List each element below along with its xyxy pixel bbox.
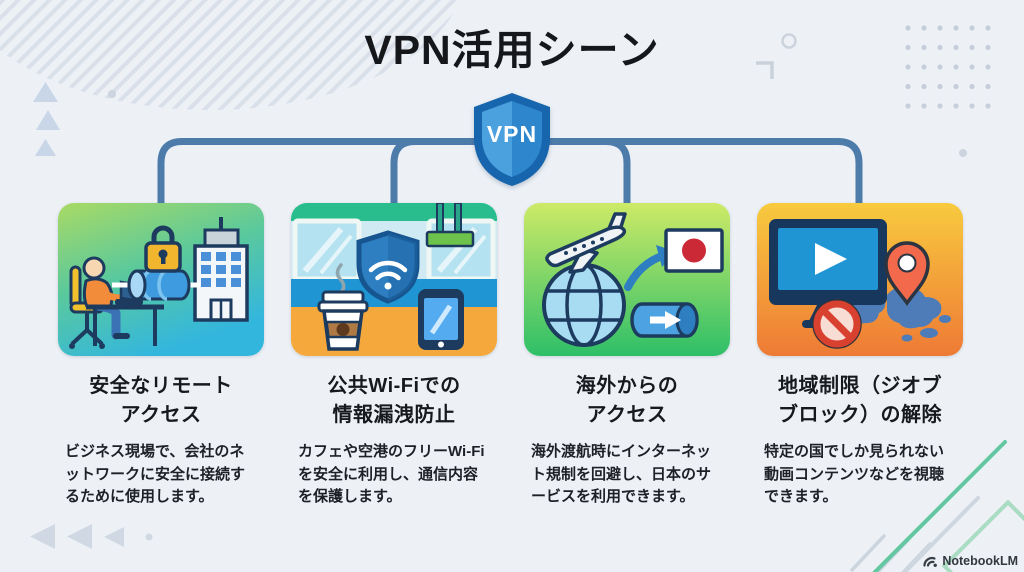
blocked-icon	[812, 299, 862, 349]
dot-decoration	[959, 149, 967, 157]
wifi-shield-icon	[356, 230, 420, 304]
smartphone-icon	[418, 289, 464, 350]
vpn-shield-label: VPN	[486, 121, 538, 147]
card-description: カフェや空港のフリーWi-Fiを安全に利用し、通信内容を保護します。	[298, 443, 485, 505]
card-description: 特定の国でしか見られない動画コンテンツなどを視聴できます。	[764, 443, 945, 505]
card-title: 海外からの アクセス	[575, 375, 679, 426]
location-pin-icon	[884, 241, 930, 307]
card-title: 安全なリモート アクセス	[89, 375, 233, 426]
card-geo-block-illustration	[757, 203, 963, 356]
coffee-cup-icon	[317, 263, 369, 351]
page-title: VPN活用シーン	[364, 27, 660, 73]
office-building-icon	[193, 217, 249, 322]
card-remote-access: 安全なリモート アクセス ビジネス現場で、会社のネットワークに安全に接続するため…	[58, 203, 264, 509]
dot-decoration	[145, 533, 153, 541]
card-public-wifi-illustration	[291, 203, 497, 356]
dot-decoration	[108, 90, 116, 98]
vpn-tunnel-icon	[112, 269, 200, 301]
card-description: ビジネス現場で、会社のネットワークに安全に接続するために使用します。	[65, 443, 246, 505]
card-overseas-access-illustration	[524, 203, 730, 356]
desk-icon	[86, 304, 164, 346]
card-title: 公共Wi-Fiでの 情報漏洩防止	[327, 375, 461, 426]
card-description: 海外渡航時にインターネット規制を回避し、日本のサービスを利用できます。	[531, 443, 712, 505]
airplane-icon	[545, 212, 627, 274]
card-title: 地域制限（ジオブ ブロック）の解除	[778, 375, 942, 426]
card-public-wifi: 公共Wi-Fiでの 情報漏洩防止 カフェや空港のフリーWi-Fiを安全に利用し、…	[291, 203, 497, 509]
cafe-sign-icon	[425, 203, 475, 248]
notebooklm-label: NotebookLM	[942, 554, 1018, 568]
play-button-icon	[815, 243, 847, 275]
vpn-shield-icon: VPN	[469, 90, 555, 188]
japan-flag-icon	[664, 228, 724, 273]
scenario-cards: 安全なリモート アクセス ビジネス現場で、会社のネットワークに安全に接続するため…	[58, 203, 963, 509]
card-remote-access-illustration	[58, 203, 264, 356]
notebooklm-brand: NotebookLM	[922, 554, 1018, 568]
vpn-tunnel-icon	[630, 302, 699, 338]
card-overseas-access: 海外からの アクセス 海外渡航時にインターネット規制を回避し、日本のサービスを利…	[524, 203, 730, 509]
globe-icon	[542, 263, 626, 347]
triangle-decorations-bottom-left	[30, 524, 124, 549]
notebooklm-icon	[923, 556, 938, 567]
card-geo-block: 地域制限（ジオブ ブロック）の解除 特定の国でしか見られない動画コンテンツなどを…	[757, 203, 963, 509]
triangle-decorations-top-left	[33, 82, 60, 156]
padlock-icon	[144, 225, 182, 273]
